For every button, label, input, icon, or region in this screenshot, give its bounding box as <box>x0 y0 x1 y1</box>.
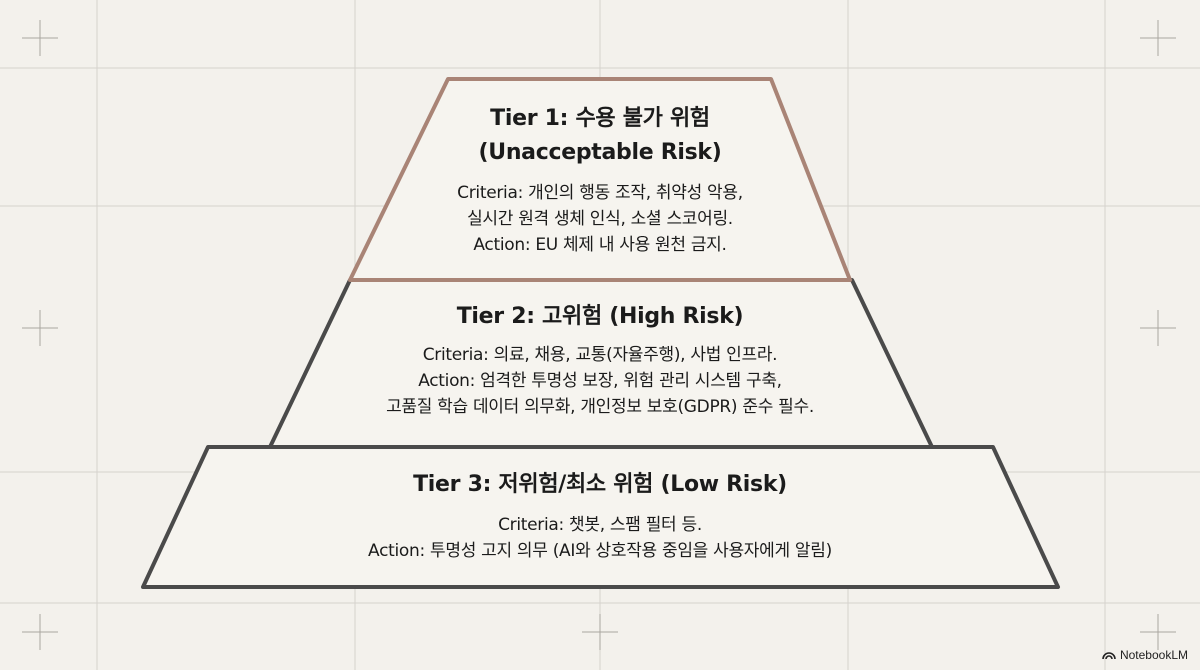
notebooklm-logo-icon <box>1102 652 1116 660</box>
tier1-text: Tier 1: 수용 불가 위험 (Unacceptable Risk) Cri… <box>350 102 850 258</box>
crosshair-marks <box>22 20 1176 650</box>
tier1-body: Criteria: 개인의 행동 조작, 취약성 악용, 실시간 원격 생체 인… <box>350 180 850 258</box>
tier2-title: Tier 2: 고위험 (High Risk) <box>270 300 930 334</box>
tier2-title-line: Tier 2: 고위험 (High Risk) <box>456 304 744 329</box>
tier3-body-line: Action: 투명성 고지 의무 (AI와 상호작용 중임을 사용자에게 알림… <box>368 541 832 561</box>
tier2-body-line: 고품질 학습 데이터 의무화, 개인정보 보호(GDPR) 준수 필수. <box>386 397 814 417</box>
tier3-body-line: Criteria: 챗봇, 스팸 필터 등. <box>498 515 702 535</box>
tier1-body-line: Action: EU 체제 내 사용 원천 금지. <box>473 235 727 255</box>
tier2-body-line: Criteria: 의료, 채용, 교통(자율주행), 사법 인프라. <box>422 345 778 365</box>
tier3-title: Tier 3: 저위험/최소 위험 (Low Risk) <box>150 468 1050 502</box>
notebooklm-watermark: NotebookLM <box>1102 648 1188 662</box>
tier1-title-line: Tier 1: 수용 불가 위험 <box>490 106 710 131</box>
tier2-text: Tier 2: 고위험 (High Risk) Criteria: 의료, 채용… <box>270 300 930 420</box>
tier1-body-line: Criteria: 개인의 행동 조작, 취약성 악용, <box>457 183 743 203</box>
tier3-body: Criteria: 챗봇, 스팸 필터 등. Action: 투명성 고지 의무… <box>150 512 1050 564</box>
tier1-body-line: 실시간 원격 생체 인식, 소셜 스코어링. <box>467 209 733 229</box>
tier3-text: Tier 3: 저위험/최소 위험 (Low Risk) Criteria: 챗… <box>150 468 1050 564</box>
tier2-body-line: Action: 엄격한 투명성 보장, 위험 관리 시스템 구축, <box>418 371 782 391</box>
tier1-trapezoid <box>348 77 852 282</box>
brand-label: NotebookLM <box>1119 648 1188 662</box>
tier2-body: Criteria: 의료, 채용, 교통(자율주행), 사법 인프라. Acti… <box>270 342 930 420</box>
tier3-title-line: Tier 3: 저위험/최소 위험 (Low Risk) <box>413 472 787 497</box>
tier1-title: Tier 1: 수용 불가 위험 (Unacceptable Risk) <box>350 102 850 170</box>
tier1-title-line: (Unacceptable Risk) <box>478 140 722 165</box>
